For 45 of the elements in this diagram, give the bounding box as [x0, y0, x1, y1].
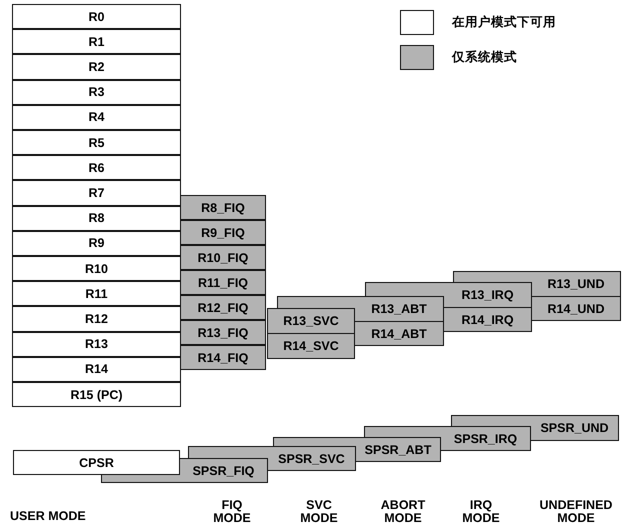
register-box: SPSR_SVC [268, 446, 356, 471]
register-box: R11 [12, 281, 181, 306]
register-box: R14_FIQ [180, 345, 266, 370]
register-box: SPSR_UND [531, 415, 619, 441]
register-box: R14_SVC [267, 333, 355, 359]
register-box: R2 [12, 54, 181, 80]
register-box: R13_ABT [355, 296, 444, 322]
register-box: R11_FIQ [180, 270, 266, 295]
register-box: SPSR_FIQ [180, 458, 268, 483]
register-box: R3 [12, 80, 181, 105]
register-box: R14_ABT [354, 321, 444, 346]
register-box: R13_FIQ [180, 320, 266, 345]
mode-label: SVC MODE [299, 499, 339, 525]
mode-label: USER MODE [10, 510, 87, 523]
register-box: R6 [12, 155, 181, 180]
register-box: CPSR [13, 450, 180, 475]
register-box: R13_UND [532, 271, 621, 297]
register-box: R10 [12, 256, 181, 282]
register-box: R0 [12, 4, 181, 30]
register-box: R8 [12, 206, 181, 231]
register-box: R7 [12, 180, 181, 206]
mode-label: FIQ MODE [212, 499, 252, 525]
register-box: SPSR_ABT [356, 437, 441, 462]
register-box: R1 [12, 29, 181, 54]
mode-label: IRQ MODE [461, 499, 501, 525]
mode-label: UNDEFINED MODE [538, 499, 614, 525]
register-box: R13_SVC [267, 308, 355, 334]
legend-label: 仅系统模式 [452, 49, 517, 66]
register-box: R14_IRQ [443, 307, 532, 332]
register-box: R12_FIQ [180, 295, 266, 320]
register-box: SPSR_IRQ [441, 426, 531, 451]
register-box: R9 [12, 230, 181, 256]
register-box: R13_IRQ [444, 282, 532, 308]
register-box: R10_FIQ [180, 245, 266, 270]
register-box: R12 [12, 306, 181, 332]
mode-label: ABORT MODE [380, 499, 426, 525]
register-box: R14 [12, 356, 181, 382]
register-box: R13 [12, 332, 181, 357]
register-box: R9_FIQ [180, 220, 266, 245]
register-box: R14_UND [531, 296, 621, 321]
register-box: R4 [12, 104, 181, 130]
register-box: R15 (PC) [12, 382, 181, 408]
register-box: R8_FIQ [180, 195, 266, 220]
legend-label: 在用户模式下可用 [452, 14, 556, 31]
register-box: R5 [12, 130, 181, 156]
